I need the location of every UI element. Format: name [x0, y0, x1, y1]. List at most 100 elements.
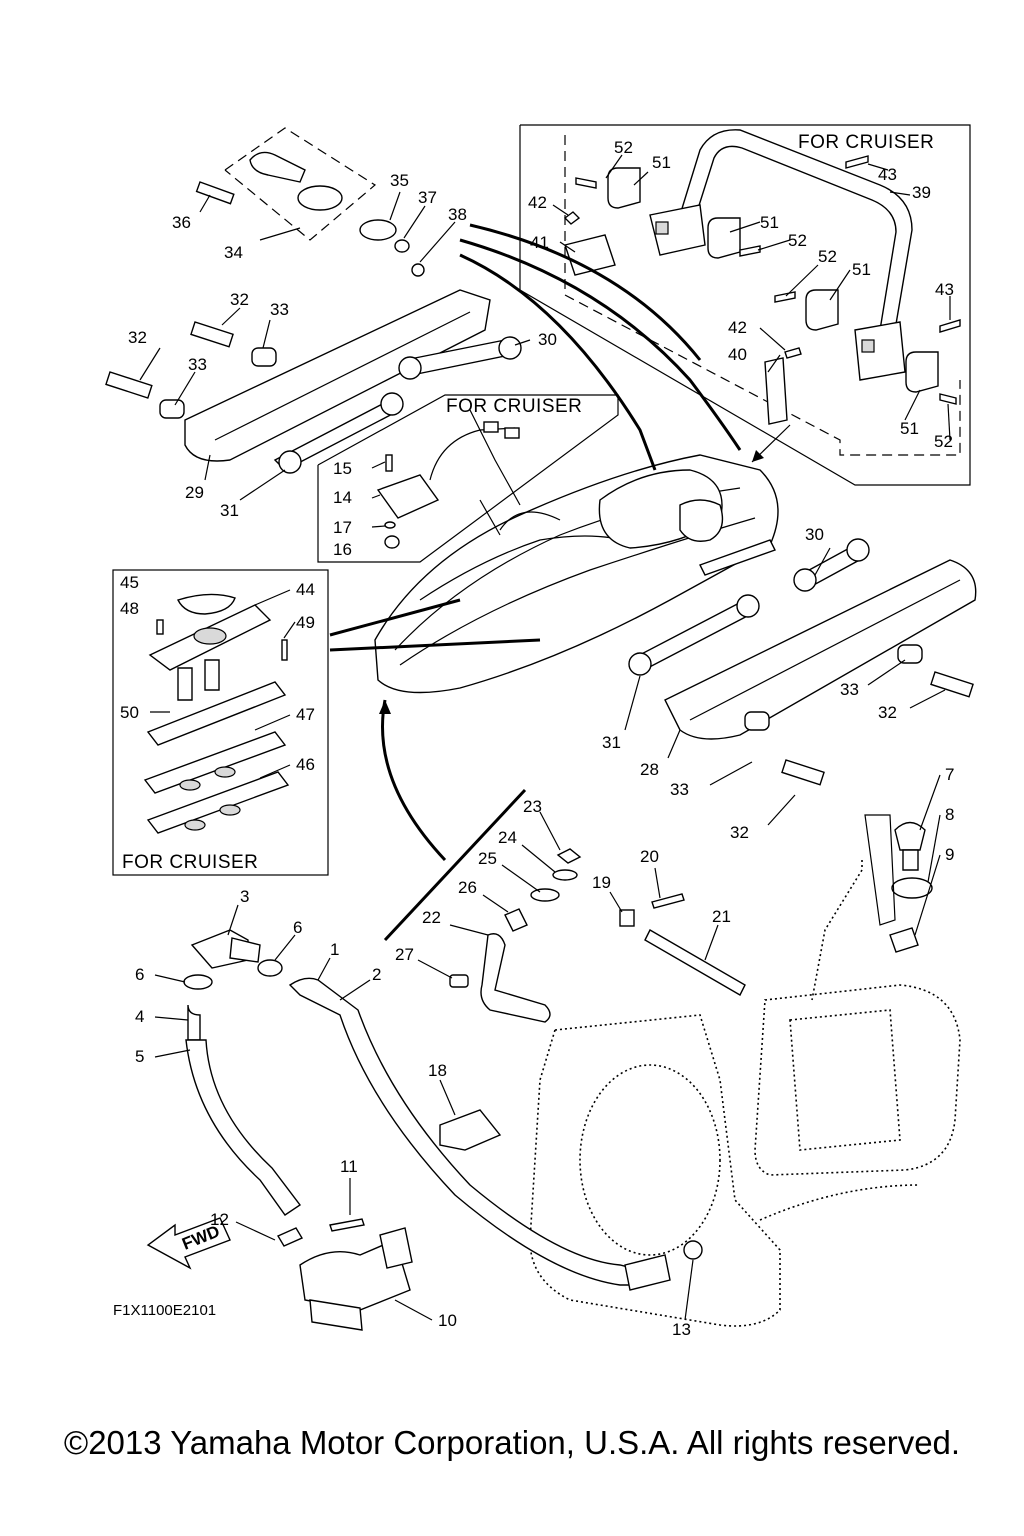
leader	[829, 269, 851, 301]
leader	[154, 974, 186, 983]
leader	[501, 864, 541, 893]
callout-27: 27	[395, 945, 414, 964]
drain-fitting-group	[811, 774, 941, 1001]
clamp-6	[183, 974, 213, 990]
leader	[904, 389, 921, 421]
leader	[274, 934, 296, 961]
leader	[371, 525, 386, 528]
callout-52a: 52	[614, 138, 633, 157]
leader	[317, 957, 331, 981]
plate-hole	[184, 819, 206, 831]
collar	[744, 711, 770, 731]
callout-25: 25	[478, 849, 497, 868]
hose-joint-12	[276, 1227, 304, 1247]
leader	[947, 403, 951, 441]
rail-edge	[689, 579, 961, 721]
callout-4: 4	[135, 1007, 144, 1026]
leader	[449, 924, 489, 936]
bolt-27	[449, 974, 469, 988]
nut	[384, 535, 400, 549]
callout-12: 12	[210, 1210, 229, 1229]
mount-plate	[764, 357, 788, 425]
cruiser-grab-handle-group: FOR CRUISER	[519, 124, 971, 486]
leader	[154, 1049, 191, 1058]
bumper-end	[398, 356, 422, 380]
washer	[394, 239, 410, 253]
leader	[419, 221, 456, 263]
leader	[235, 1221, 276, 1241]
callout-2: 2	[372, 965, 381, 984]
cruiser-cleat-box: FOR CRUISER	[112, 569, 329, 876]
callout-1: 1	[330, 940, 339, 959]
nut	[411, 263, 425, 277]
leader	[757, 239, 791, 251]
drain-plug-cap	[249, 151, 306, 183]
leader	[262, 319, 271, 349]
callout-23: 23	[523, 797, 542, 816]
leader	[667, 729, 681, 759]
callout-44: 44	[296, 580, 315, 599]
bracket-18	[439, 1109, 502, 1151]
pointer-curve	[381, 699, 447, 862]
arrow-head	[379, 700, 391, 714]
spring	[177, 667, 193, 701]
callout-32c: 32	[878, 703, 897, 722]
right-rail-group	[624, 538, 977, 826]
callout-15: 15	[333, 459, 352, 478]
drain-tube	[759, 1184, 921, 1221]
cruiser-box-outline	[519, 124, 971, 486]
leader	[339, 979, 371, 1001]
intake-grate	[529, 1014, 781, 1327]
callout-35: 35	[390, 171, 409, 190]
bolt	[930, 671, 974, 698]
callout-47: 47	[296, 705, 315, 724]
rivet-11	[329, 1218, 365, 1232]
cruiser-left-box-outline	[112, 569, 329, 876]
screw	[939, 393, 957, 405]
handle-pad	[905, 351, 939, 393]
callout-24: 24	[498, 828, 517, 847]
leader	[767, 794, 796, 826]
left-rail-group	[105, 289, 531, 501]
cleat-hole	[193, 627, 227, 645]
handlebar	[499, 511, 561, 531]
handle-pad	[607, 167, 641, 209]
pointer-line	[469, 409, 521, 506]
leader	[767, 354, 781, 373]
connector	[483, 421, 499, 433]
callout-29: 29	[185, 483, 204, 502]
callout-19: 19	[592, 873, 611, 892]
callout-3: 3	[240, 887, 249, 906]
collar	[897, 644, 923, 664]
callout-40: 40	[728, 345, 747, 364]
leader	[814, 547, 831, 576]
callout-48: 48	[120, 599, 139, 618]
callout-20: 20	[640, 847, 659, 866]
leader	[439, 1079, 456, 1116]
bolt	[781, 759, 825, 786]
plug-7	[894, 821, 926, 851]
handle-bracket-right	[854, 321, 906, 381]
callout-32a: 32	[128, 328, 147, 347]
washer	[384, 521, 396, 529]
plate-46	[146, 771, 290, 834]
handle-pad	[707, 217, 741, 259]
callout-42a: 42	[528, 193, 547, 212]
leader	[609, 891, 623, 913]
callout-28: 28	[640, 760, 659, 779]
leader	[239, 469, 286, 501]
cruiser-remote-box: FOR CRUISER	[317, 394, 619, 563]
drain-plug-group	[195, 127, 456, 277]
callout-6a: 6	[135, 965, 144, 984]
leader	[729, 221, 761, 233]
screw-26	[504, 908, 528, 932]
cruiser-box-label-top: FOR CRUISER	[798, 132, 934, 153]
intake-opening	[579, 1064, 721, 1256]
plug-stem	[902, 849, 919, 871]
leader	[259, 764, 291, 779]
hose-2	[288, 977, 641, 1286]
callout-11: 11	[340, 1157, 358, 1176]
callout-33b: 33	[270, 300, 289, 319]
